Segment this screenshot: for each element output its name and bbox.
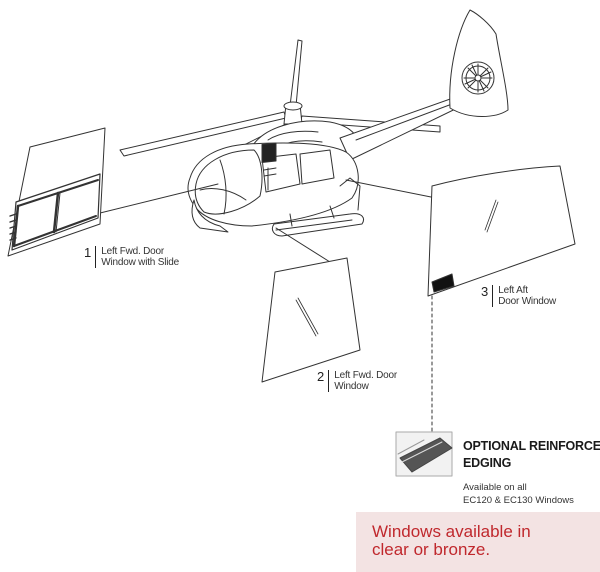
color-note-box: Windows available in clear or bronze. <box>356 512 600 572</box>
callout-2-divider <box>328 370 330 392</box>
panel-1-window-with-slide <box>7 127 106 257</box>
connector-line-2 <box>275 227 331 263</box>
connector-line-1 <box>95 183 219 215</box>
callout-1: 1 Left Fwd. Door Window with Slide <box>84 246 179 268</box>
callout-1-label: Left Fwd. Door Window with Slide <box>101 246 179 268</box>
helicopter-illustration <box>119 9 509 237</box>
callout-3-number: 3 <box>481 284 489 299</box>
callout-1-number: 1 <box>84 245 92 260</box>
callout-2: 2 Left Fwd. Door Window <box>317 370 397 392</box>
callout-2-label: Left Fwd. Door Window <box>334 370 398 392</box>
optional-edging-title: OPTIONAL REINFORCED EDGING <box>463 439 600 470</box>
connector-line-3 <box>345 179 437 199</box>
callout-1-divider <box>95 246 97 268</box>
callout-3: 3 Left Aft Door Window <box>481 285 556 307</box>
callout-3-divider <box>492 285 494 307</box>
callout-3-label: Left Aft Door Window <box>498 285 557 307</box>
panel-2-window <box>261 257 361 383</box>
reinforced-edging-swatch <box>395 431 453 477</box>
color-note-text: Windows available in clear or bronze. <box>372 522 531 559</box>
callout-2-number: 2 <box>317 369 325 384</box>
optional-edging-availability: Available on all EC120 & EC130 Windows <box>463 482 574 506</box>
panel-3-aft-window <box>427 165 576 297</box>
